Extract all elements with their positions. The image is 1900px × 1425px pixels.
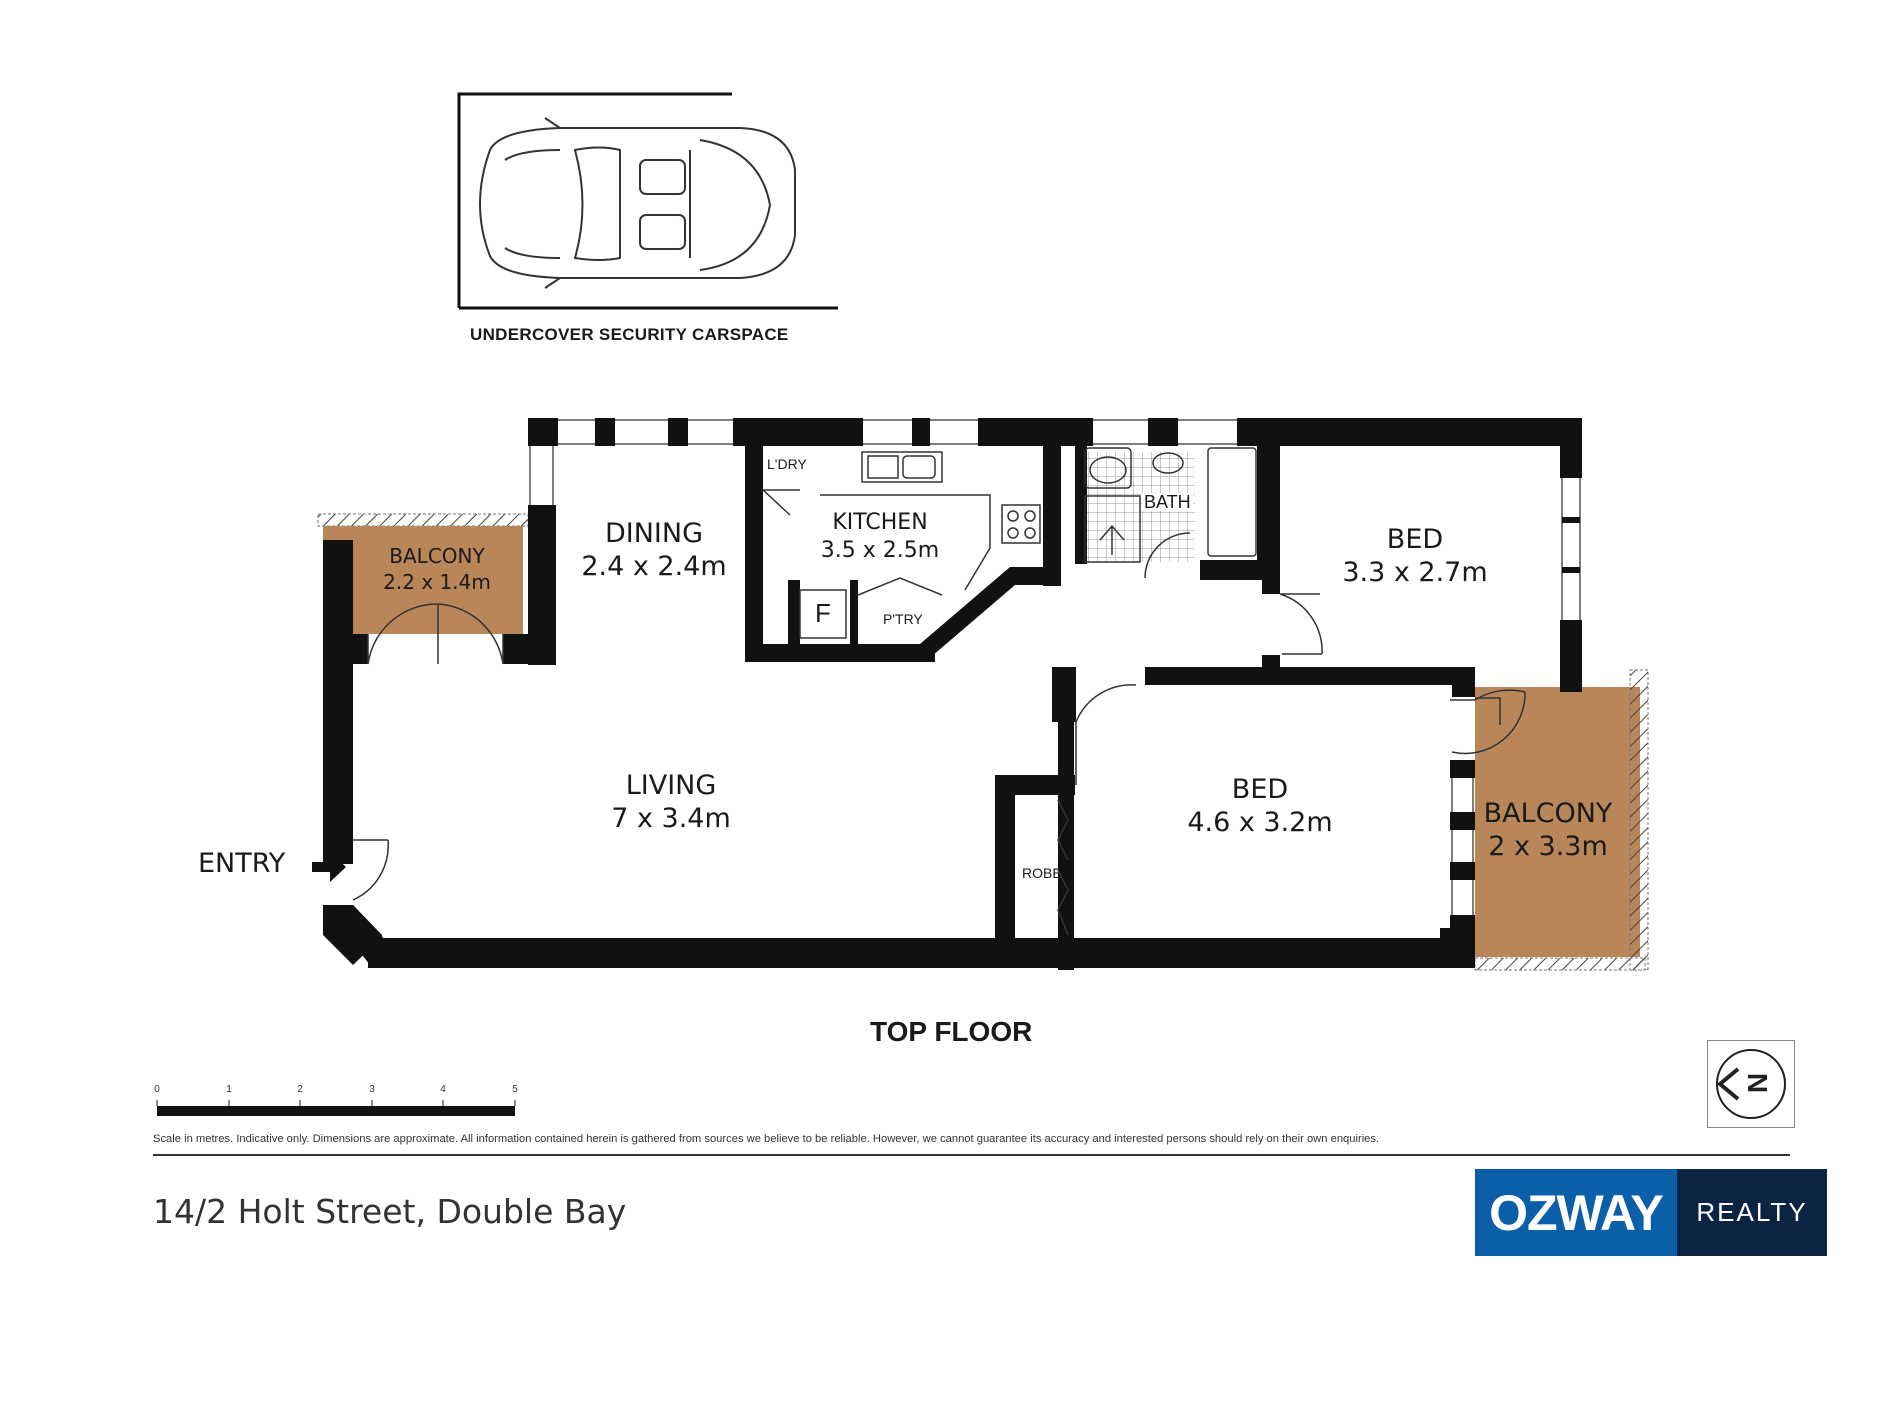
- room-kitchen-name: KITCHEN: [832, 510, 928, 535]
- room-robe-name: ROBE: [1022, 865, 1062, 881]
- room-balcony-right-name: BALCONY: [1483, 798, 1613, 829]
- scale-tick-4: 4: [440, 1084, 446, 1095]
- cooktop-icon: [1001, 504, 1041, 544]
- room-dining-dims: 2.4 x 2.4m: [581, 551, 727, 582]
- fixtures: [799, 447, 1257, 639]
- entry-arrow-icon: [312, 852, 346, 882]
- room-balcony-left-name: BALCONY: [389, 544, 485, 568]
- room-living-name: LIVING: [625, 770, 717, 801]
- sink-icon: [861, 451, 943, 483]
- scale-bar: [156, 1100, 516, 1116]
- compass-letter: N: [1742, 1072, 1774, 1094]
- room-kitchen-dims: 3.5 x 2.5m: [820, 538, 940, 563]
- room-laundry-name: L'DRY: [767, 456, 807, 472]
- brand-name-a: OZWAY: [1475, 1169, 1677, 1256]
- scale-tick-3: 3: [369, 1084, 375, 1095]
- windows: [529, 419, 1581, 915]
- balcony-right: [1474, 669, 1649, 971]
- scale-tick-1: 1: [226, 1084, 232, 1095]
- room-bed1-name: BED: [1386, 524, 1444, 555]
- room-bed1-dims: 3.3 x 2.7m: [1342, 557, 1488, 588]
- scale-tick-5: 5: [512, 1084, 518, 1095]
- room-living-dims: 7 x 3.4m: [611, 803, 731, 834]
- room-balcony-left: BALCONY 2.2 x 1.4m: [383, 546, 491, 592]
- brand-name-b: REALTY: [1677, 1169, 1827, 1256]
- room-pantry-name: P'TRY: [883, 611, 923, 627]
- doors: [352, 489, 1526, 936]
- property-address: 14/2 Holt Street, Double Bay: [153, 1192, 627, 1231]
- room-balcony-right: BALCONY 2 x 3.3m: [1484, 800, 1613, 860]
- floor-label: TOP FLOOR: [870, 1016, 1033, 1047]
- room-balcony-right-dims: 2 x 3.3m: [1488, 831, 1608, 862]
- north-arrow-icon: N: [1707, 1040, 1795, 1128]
- entry-label: ENTRY: [198, 848, 286, 879]
- room-fridge-name: F: [815, 598, 831, 628]
- fridge-box: [799, 589, 847, 639]
- room-bed2-dims: 4.6 x 3.2m: [1187, 807, 1333, 838]
- room-bed1: BED 3.3 x 2.7m: [1342, 526, 1487, 586]
- room-bath-name: BATH: [1142, 492, 1193, 512]
- bath-fixtures: [1084, 447, 1257, 563]
- scale-tick-2: 2: [297, 1084, 303, 1095]
- room-living: LIVING 7 x 3.4m: [611, 772, 731, 832]
- room-dining: DINING 2.4 x 2.4m: [581, 520, 726, 580]
- room-dining-name: DINING: [604, 518, 704, 549]
- walls: [323, 418, 1582, 970]
- balcony-left: [317, 513, 529, 634]
- room-balcony-left-dims: 2.2 x 1.4m: [383, 570, 491, 594]
- room-bed2: BED 4.6 x 3.2m: [1187, 776, 1332, 836]
- room-kitchen: KITCHEN 3.5 x 2.5m: [821, 512, 939, 562]
- scale-tick-0: 0: [154, 1084, 160, 1095]
- carspace-label: UNDERCOVER SECURITY CARSPACE: [470, 325, 789, 344]
- carspace: [457, 92, 838, 310]
- room-bed2-name: BED: [1231, 774, 1289, 805]
- brand-logo: OZWAY REALTY: [1475, 1169, 1827, 1256]
- disclaimer-text: Scale in metres. Indicative only. Dimens…: [153, 1133, 1380, 1145]
- car-icon: [479, 117, 796, 289]
